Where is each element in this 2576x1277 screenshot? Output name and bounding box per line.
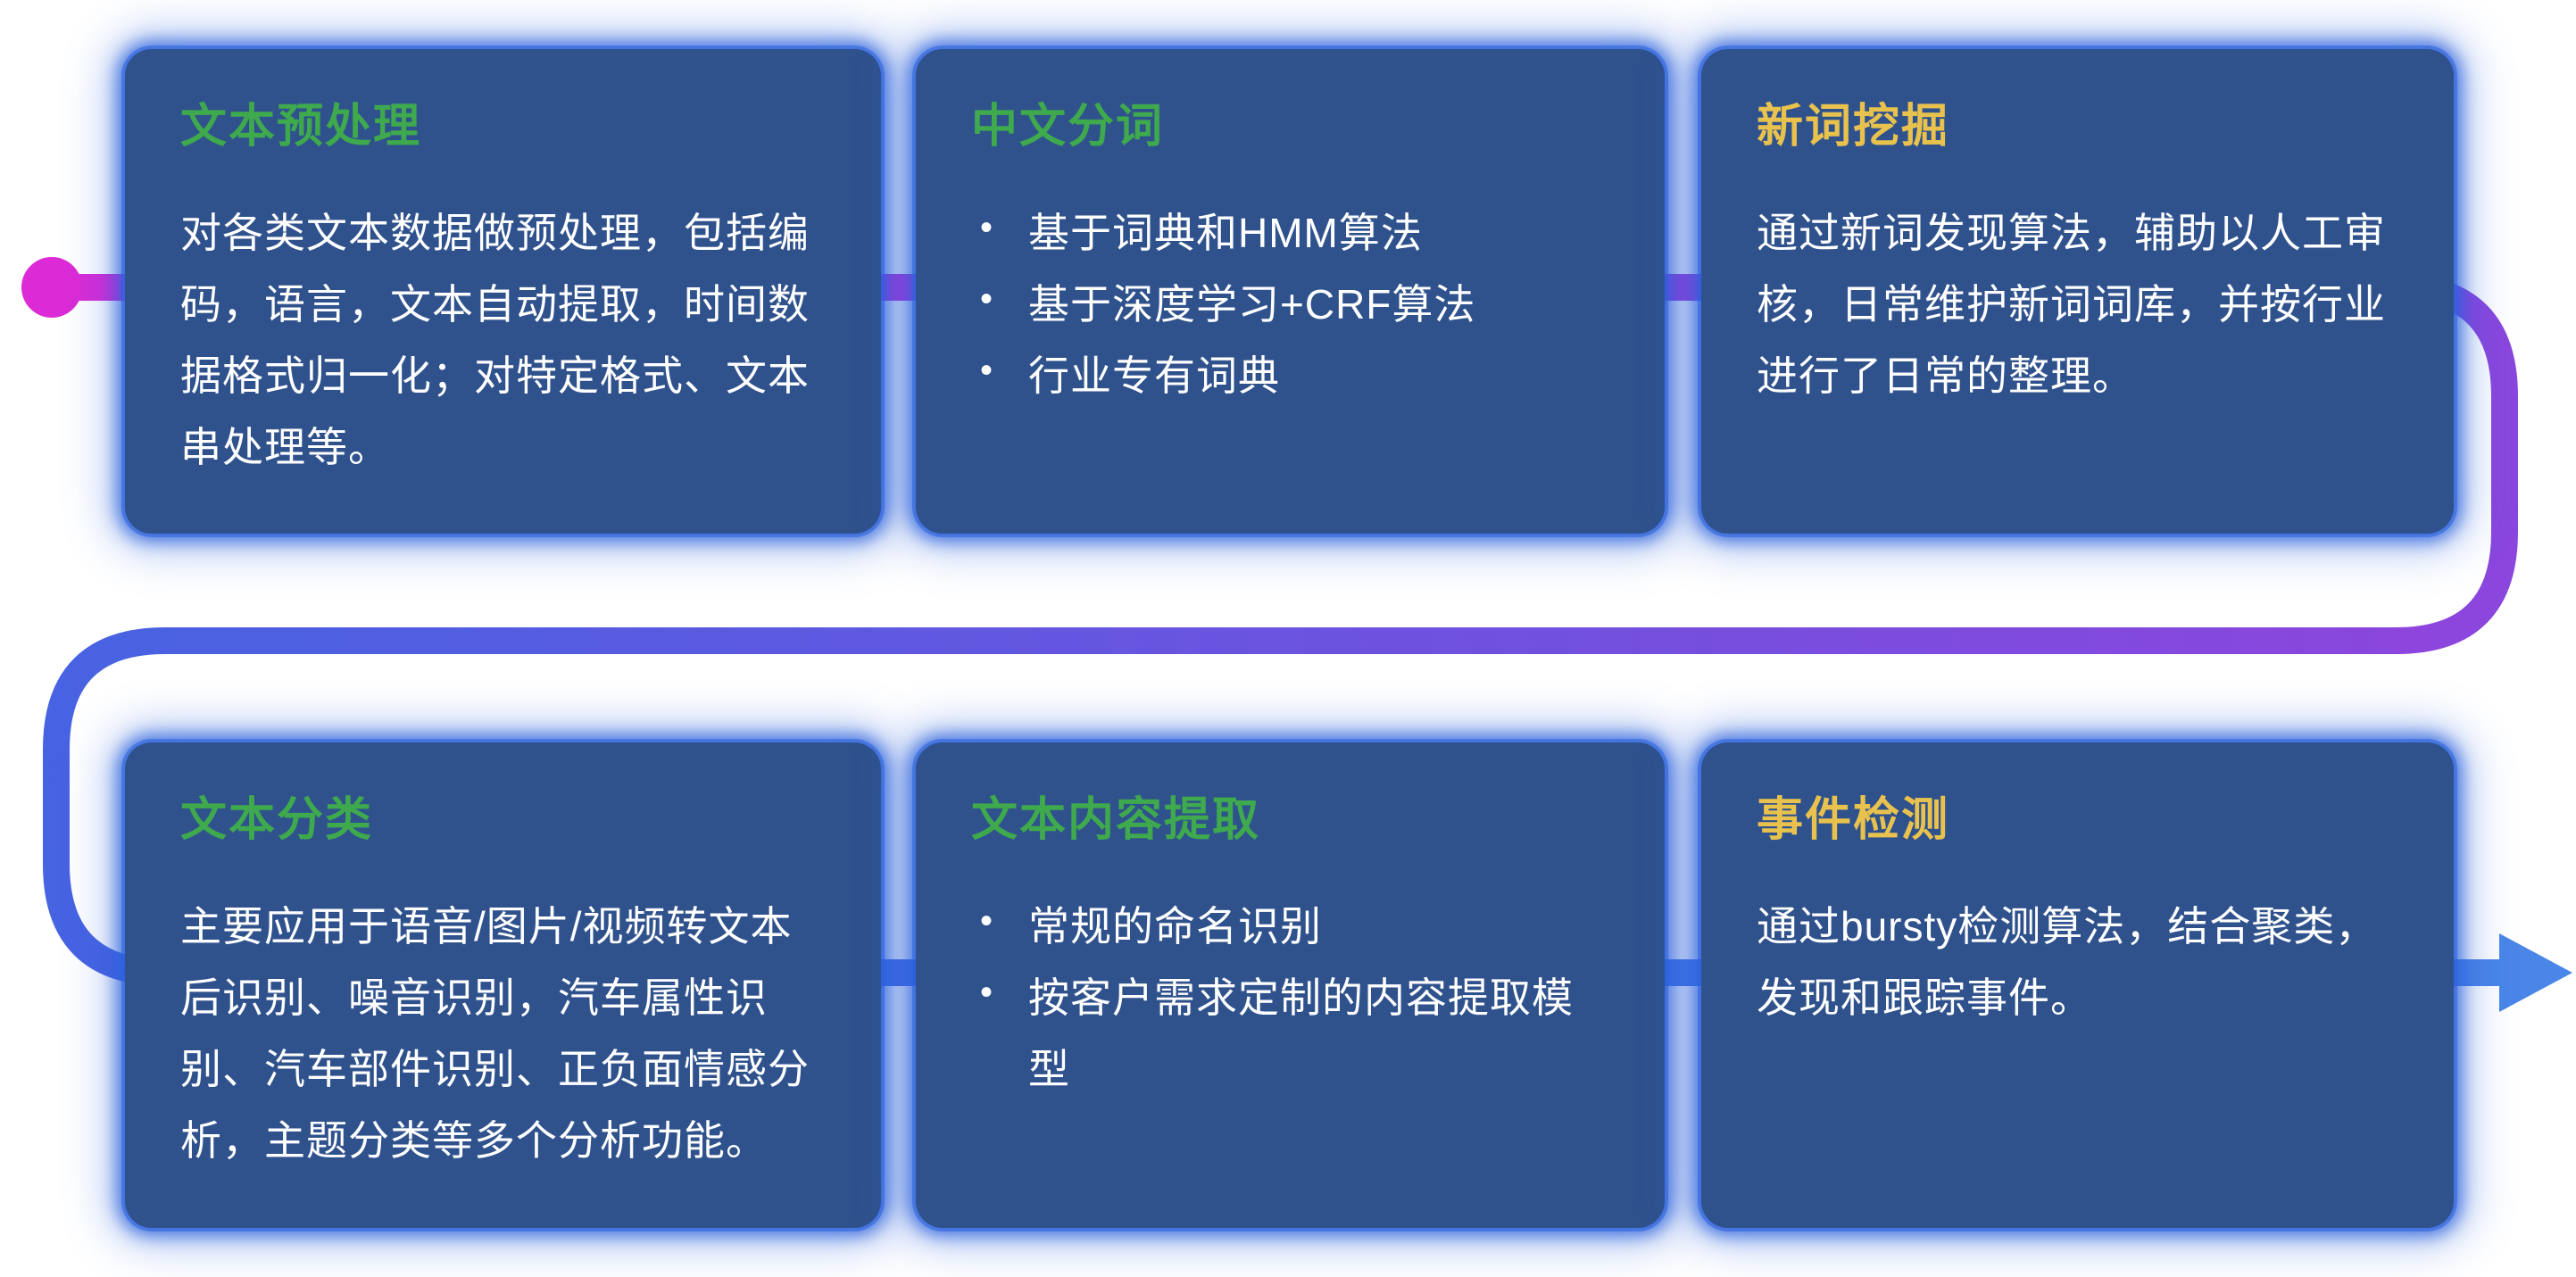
card-title: 文本预处理 — [180, 101, 422, 153]
card-title: 新词挖掘 — [1757, 101, 1950, 153]
card-text-content-extraction: 文本内容提取 常规的命名识别 按客户需求定制的内容提取模型 — [916, 742, 1665, 1228]
card-body-text: 通过新词发现算法，辅助以人工审核，日常维护新词词库，并按行业进行了日常的整理。 — [1757, 210, 2386, 400]
card-chinese-word-segmentation: 中文分词 基于词典和HMM算法 基于深度学习+CRF算法 行业专有词典 — [916, 49, 1665, 534]
card-body-text: 主要应用于语音/图片/视频转文本后识别、噪音识别，汽车属性识别、汽车部件识别、正… — [180, 903, 810, 1165]
bullet-list: 常规的命名识别 按客户需求定制的内容提取模型 — [971, 891, 1609, 1105]
card-text-preprocessing: 文本预处理 对各类文本数据做预处理，包括编码，语言，文本自动提取，时间数据格式归… — [125, 49, 881, 534]
card-body-text: 通过bursty检测算法，结合聚类，发现和跟踪事件。 — [1757, 903, 2378, 1022]
flow-path-middle — [43, 627, 2396, 986]
bullet-item: 基于深度学习+CRF算法 — [971, 269, 1609, 340]
bullet-item: 基于词典和HMM算法 — [971, 197, 1609, 269]
bullet-item: 行业专有词典 — [971, 340, 1609, 411]
flow-start-dot — [21, 257, 82, 318]
card-event-detection: 事件检测 通过bursty检测算法，结合聚类，发现和跟踪事件。 — [1701, 742, 2454, 1228]
flow-arrow-icon — [2499, 933, 2572, 1012]
bullet-item: 常规的命名识别 — [971, 891, 1609, 962]
card-new-word-mining: 新词挖掘 通过新词发现算法，辅助以人工审核，日常维护新词词库，并按行业进行了日常… — [1701, 49, 2454, 534]
bullet-item: 按客户需求定制的内容提取模型 — [971, 962, 1609, 1105]
card-body-text: 对各类文本数据做预处理，包括编码，语言，文本自动提取，时间数据格式归一化；对特定… — [180, 210, 810, 471]
card-title: 文本内容提取 — [971, 794, 1261, 846]
card-text-classification: 文本分类 主要应用于语音/图片/视频转文本后识别、噪音识别，汽车属性识别、汽车部… — [125, 742, 881, 1228]
card-title: 事件检测 — [1757, 794, 1950, 846]
card-title: 文本分类 — [180, 794, 374, 846]
card-title: 中文分词 — [971, 101, 1165, 153]
bullet-list: 基于词典和HMM算法 基于深度学习+CRF算法 行业专有词典 — [971, 197, 1609, 411]
